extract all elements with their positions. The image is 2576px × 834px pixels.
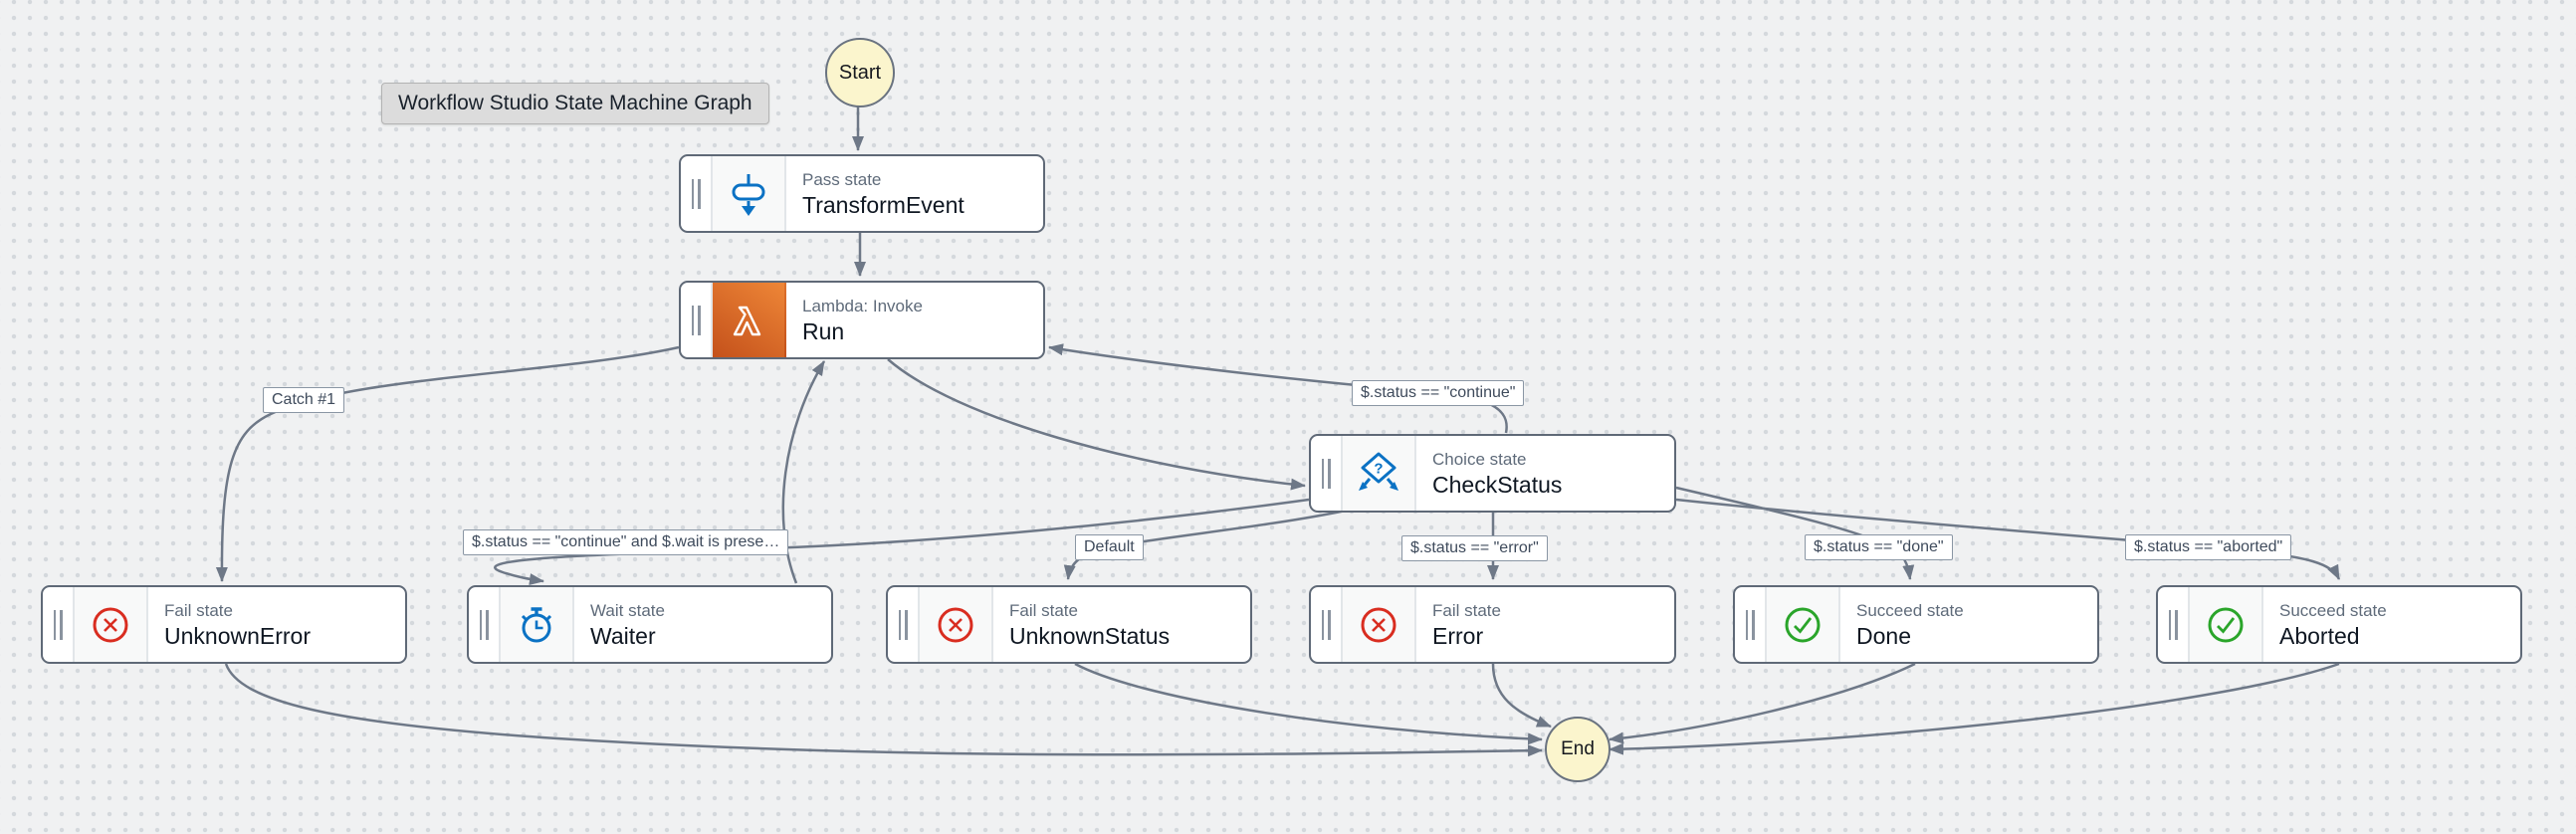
- state-name: Waiter: [590, 622, 656, 649]
- edge-waiter-run: [781, 360, 826, 584]
- succeed-state-icon: [1767, 587, 1840, 662]
- wait-state-icon: [501, 587, 574, 662]
- lambda-service-icon: [713, 283, 786, 357]
- state-name: UnknownError: [164, 622, 311, 649]
- edge-label-status-continue-and-wait: $.status == "continue" and $.wait is pre…: [463, 529, 789, 555]
- edge-label-status-aborted: $.status == "aborted": [2125, 534, 2292, 560]
- edge-label-status-continue: $.status == "continue": [1352, 380, 1525, 406]
- fail-state-icon: [75, 587, 148, 662]
- end-node: End: [1545, 717, 1610, 782]
- state-name: Run: [802, 317, 845, 344]
- edge-label-status-done: $.status == "done": [1805, 534, 1953, 560]
- edge-error-end: [1491, 663, 1552, 729]
- edge-unknownstatus-end: [1074, 662, 1543, 745]
- state-name: Aborted: [2279, 622, 2360, 649]
- pass-state-icon: [713, 156, 786, 231]
- drag-handle-icon[interactable]: [681, 283, 713, 357]
- drag-handle-icon[interactable]: [1735, 587, 1767, 662]
- fail-state-icon: [1343, 587, 1416, 662]
- state-type-label: Pass state: [802, 169, 882, 189]
- edge-run-checkstatus: [887, 358, 1306, 491]
- state-type-label: Wait state: [590, 600, 665, 620]
- state-type-label: Succeed state: [1856, 600, 1964, 620]
- fail-state-icon: [920, 587, 993, 662]
- edge-label-default: Default: [1075, 534, 1144, 560]
- state-type-label: Fail state: [1432, 600, 1501, 620]
- drag-handle-icon[interactable]: [888, 587, 920, 662]
- state-node-error[interactable]: Fail state Error: [1309, 585, 1676, 664]
- edge-label-status-error: $.status == "error": [1401, 535, 1548, 561]
- edge-unknownerror-end: [224, 663, 1543, 757]
- drag-handle-icon[interactable]: [1311, 587, 1343, 662]
- state-node-checkstatus[interactable]: ? Choice state CheckStatus: [1309, 434, 1676, 513]
- drag-handle-icon[interactable]: [681, 156, 713, 231]
- state-node-run[interactable]: Lambda: Invoke Run: [679, 281, 1045, 359]
- graph-tooltip: Workflow Studio State Machine Graph: [381, 83, 769, 124]
- state-node-waiter[interactable]: Wait state Waiter: [467, 585, 833, 664]
- state-type-label: Fail state: [164, 600, 233, 620]
- start-node: Start: [825, 38, 895, 107]
- drag-handle-icon[interactable]: [2158, 587, 2190, 662]
- edge-checkstatus-done: [1675, 486, 1915, 580]
- state-type-label: Fail state: [1009, 600, 1078, 620]
- choice-state-icon: ?: [1343, 436, 1416, 511]
- edge-label-catch-1: Catch #1: [263, 387, 345, 413]
- state-type-label: Lambda: Invoke: [802, 296, 923, 315]
- state-node-aborted[interactable]: Succeed state Aborted: [2156, 585, 2522, 664]
- state-name: CheckStatus: [1432, 471, 1563, 498]
- state-name: Error: [1432, 622, 1484, 649]
- svg-text:?: ?: [1374, 460, 1383, 477]
- edge-aborted-end: [1609, 662, 2340, 755]
- state-type-label: Succeed state: [2279, 600, 2387, 620]
- end-label: End: [1561, 738, 1595, 759]
- state-node-transformevent[interactable]: Pass state TransformEvent: [679, 154, 1045, 233]
- start-label: Start: [838, 61, 882, 84]
- state-node-unknownstatus[interactable]: Fail state UnknownStatus: [886, 585, 1252, 664]
- drag-handle-icon[interactable]: [469, 587, 501, 662]
- state-name: TransformEvent: [802, 191, 965, 218]
- state-name: Done: [1856, 622, 1911, 649]
- state-name: UnknownStatus: [1009, 622, 1171, 649]
- drag-handle-icon[interactable]: [43, 587, 75, 662]
- state-type-label: Choice state: [1432, 449, 1527, 469]
- graph-tooltip-text: Workflow Studio State Machine Graph: [398, 92, 752, 114]
- succeed-state-icon: [2190, 587, 2263, 662]
- drag-handle-icon[interactable]: [1311, 436, 1343, 511]
- edge-done-end: [1609, 662, 1916, 744]
- state-node-unknownerror[interactable]: Fail state UnknownError: [41, 585, 407, 664]
- state-node-done[interactable]: Succeed state Done: [1733, 585, 2099, 664]
